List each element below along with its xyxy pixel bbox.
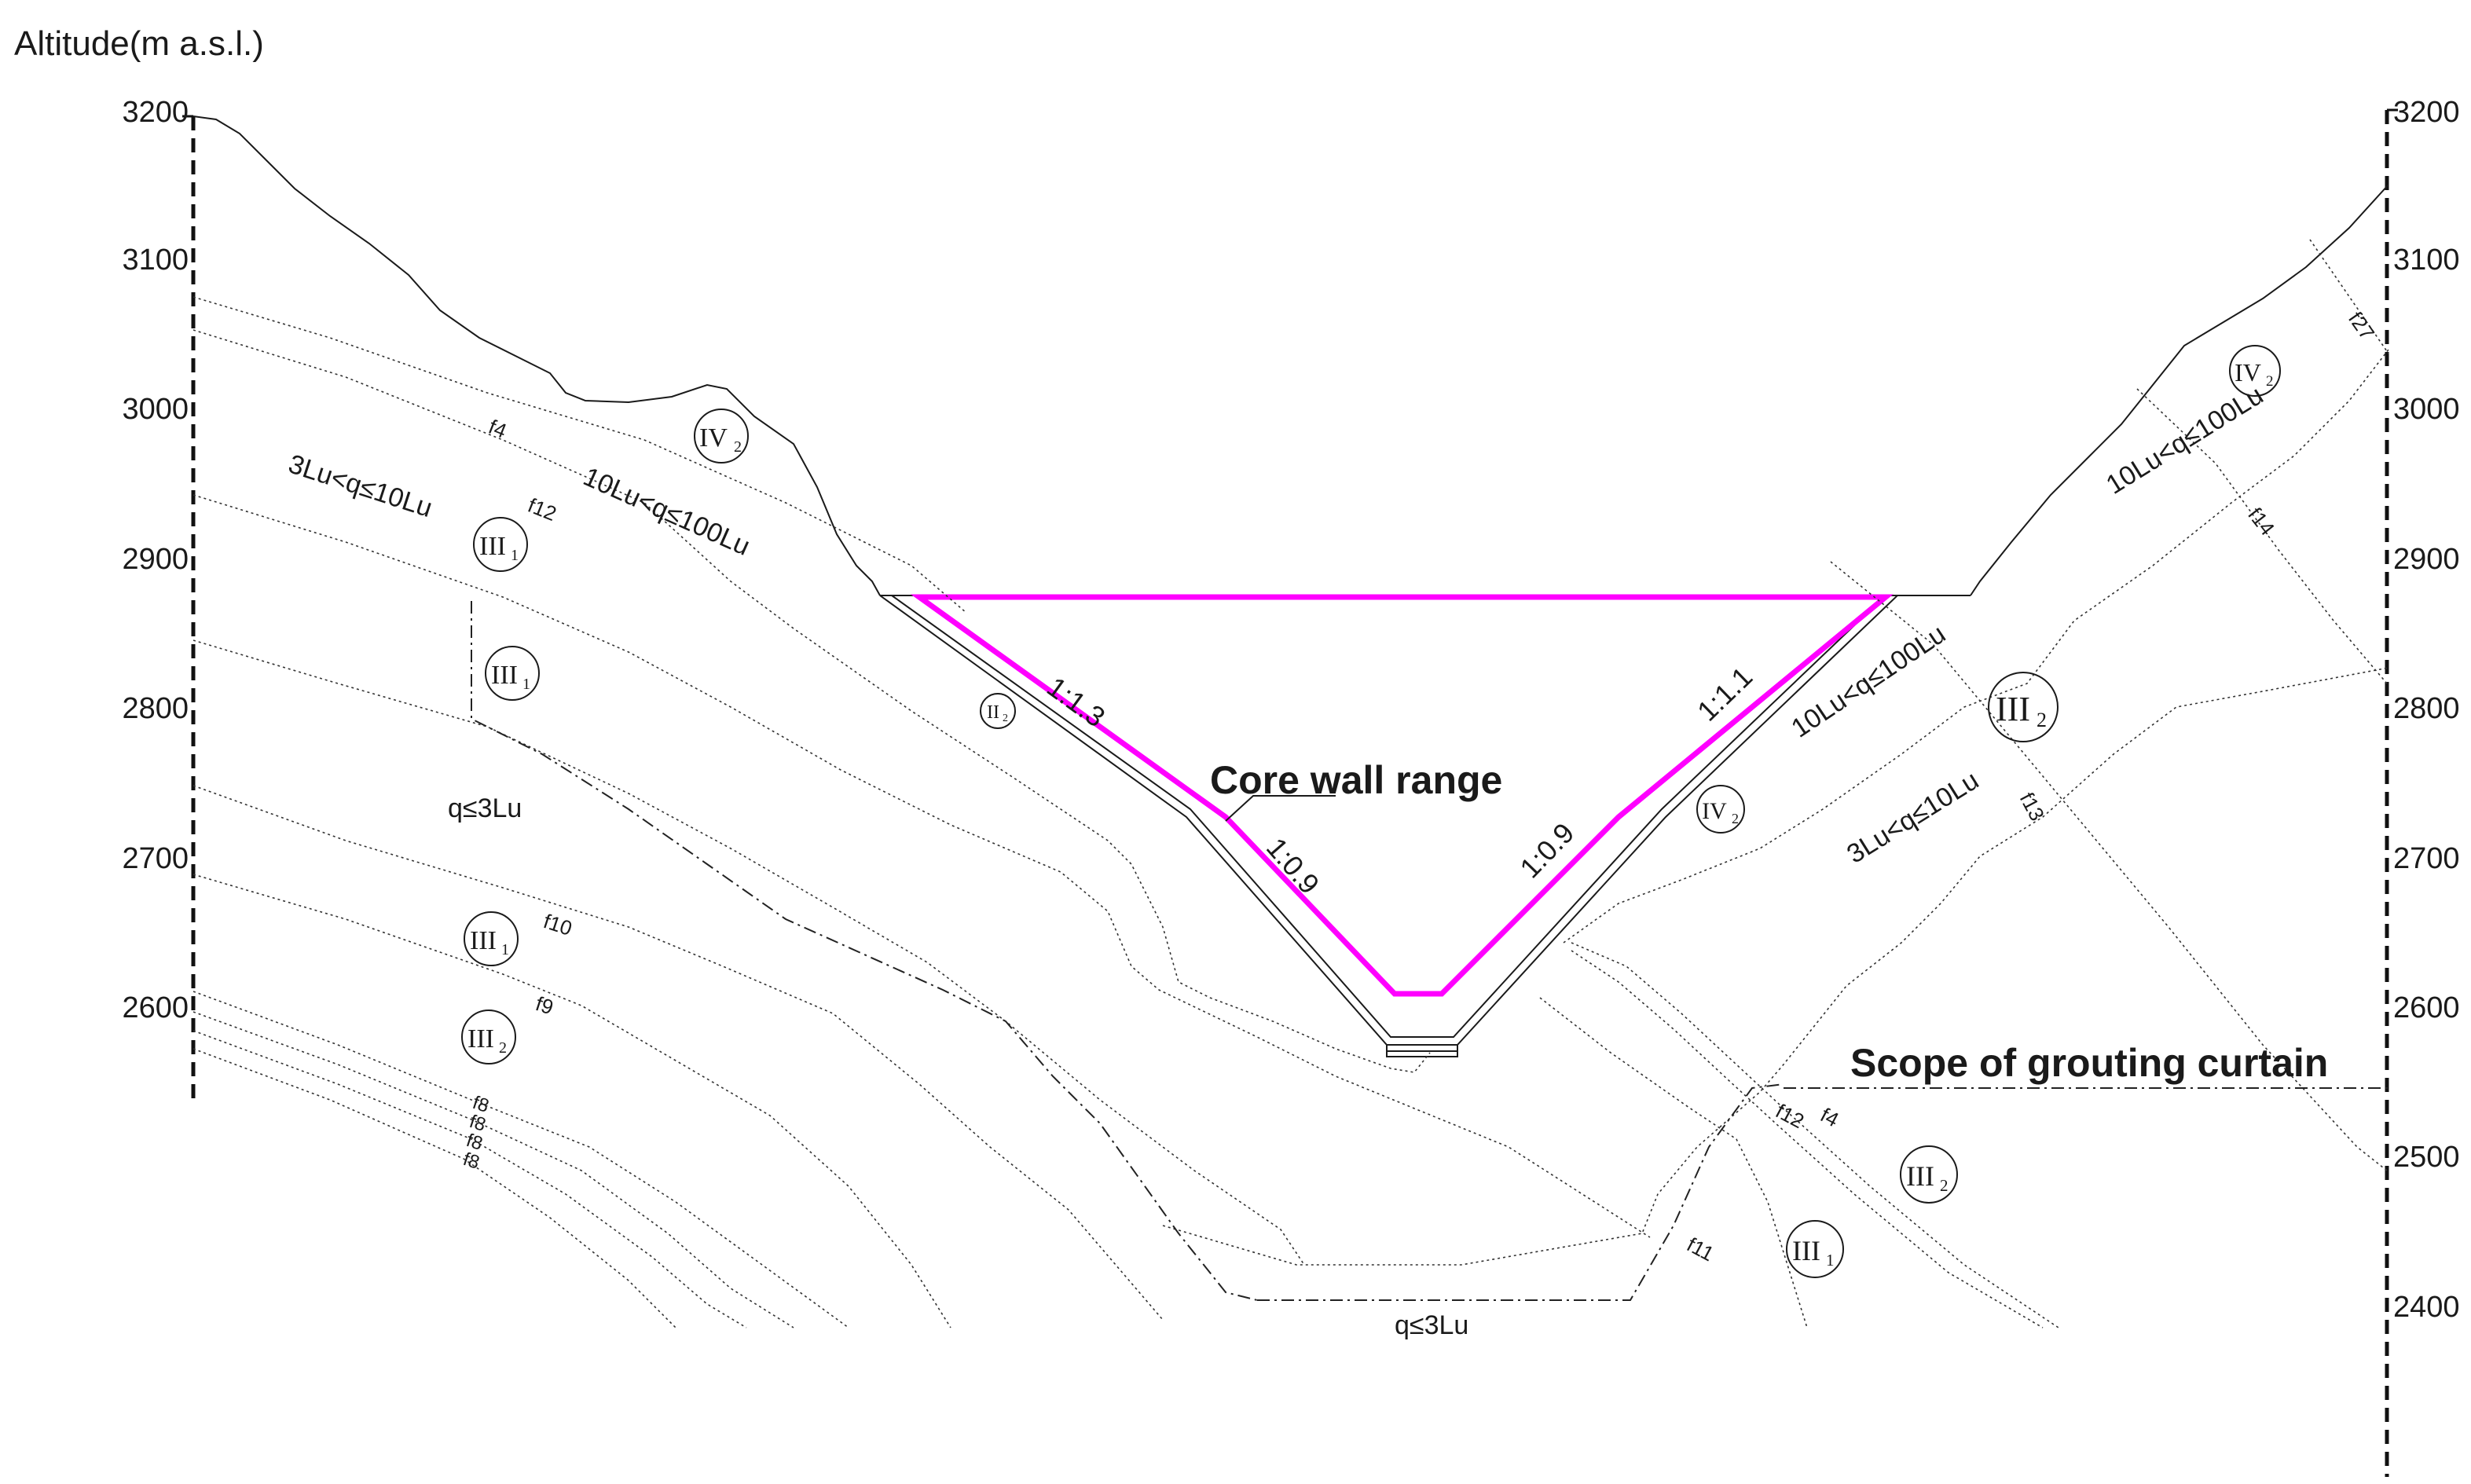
rock-class-iv2-right-low: IV 2 bbox=[1696, 785, 1745, 834]
svg-text:1: 1 bbox=[511, 547, 519, 564]
fault-label: f8 bbox=[460, 1149, 482, 1174]
svg-text:1: 1 bbox=[1826, 1251, 1835, 1270]
svg-text:III: III bbox=[1996, 690, 2030, 728]
right-tick: 2900 bbox=[2393, 543, 2460, 576]
fault-label: f10 bbox=[541, 909, 575, 940]
svg-text:III: III bbox=[470, 926, 497, 955]
rock-class-iv2-right-top: IV 2 bbox=[2229, 345, 2281, 397]
core-wall-base bbox=[1386, 1045, 1458, 1057]
svg-text:2: 2 bbox=[499, 1039, 507, 1057]
right-tick: 2800 bbox=[2393, 692, 2460, 725]
perm-left-upper: 10Lu<q≤100Lu bbox=[579, 462, 754, 562]
ground-surface-left bbox=[192, 115, 881, 596]
right-tick: 2700 bbox=[2393, 842, 2460, 875]
svg-text:IV: IV bbox=[1702, 798, 1727, 824]
rock-class-iii1-a: III 1 bbox=[473, 517, 528, 572]
svg-text:III: III bbox=[1792, 1235, 1820, 1266]
svg-text:III: III bbox=[1906, 1160, 1934, 1192]
permeability-boundaries bbox=[192, 239, 2389, 1328]
right-tick: 2600 bbox=[2393, 991, 2460, 1024]
fault-label: f4 bbox=[1817, 1103, 1842, 1132]
svg-text:2: 2 bbox=[2037, 709, 2047, 731]
right-tick: 3000 bbox=[2393, 393, 2460, 426]
core-wall-leader bbox=[1225, 795, 1336, 822]
fault-label: f12 bbox=[525, 493, 560, 526]
fault-label: f9 bbox=[533, 991, 556, 1019]
svg-text:III: III bbox=[491, 661, 518, 690]
rock-class-iii2-right-low: III 2 bbox=[1900, 1145, 1958, 1204]
fault-label: f4 bbox=[486, 415, 510, 443]
left-tick: 3200 bbox=[122, 96, 189, 129]
left-tick: 2700 bbox=[122, 842, 189, 875]
rock-class-iii1-c: III 1 bbox=[464, 911, 519, 966]
core-wall-outline bbox=[911, 594, 1894, 997]
svg-text:II: II bbox=[987, 702, 999, 723]
fault-label: f13 bbox=[2015, 789, 2049, 825]
svg-text:IV: IV bbox=[699, 423, 728, 453]
svg-text:III: III bbox=[479, 532, 506, 561]
right-tick: 3200 bbox=[2393, 96, 2460, 129]
right-axis-ticks: 3200 3100 3000 2900 2800 2700 2600 2500 … bbox=[2387, 96, 2460, 1324]
rock-class-iv2-left: IV 2 bbox=[694, 409, 749, 464]
rock-class-ii2-valley: II 2 bbox=[980, 693, 1016, 729]
fault-label: f11 bbox=[1683, 1233, 1718, 1266]
low-permeability-boundary-left bbox=[471, 601, 1258, 1301]
excavation-left bbox=[879, 595, 1898, 1046]
perm-right-upper-a: 10Lu<q≤100Lu bbox=[1786, 619, 1951, 744]
left-tick: 2800 bbox=[122, 692, 189, 725]
svg-text:2: 2 bbox=[1940, 1176, 1949, 1195]
svg-text:1: 1 bbox=[501, 941, 509, 958]
rock-class-iii2-left: III 2 bbox=[461, 1009, 516, 1064]
left-tick: 2600 bbox=[122, 991, 189, 1024]
excavation-left-inner bbox=[891, 595, 1886, 1038]
perm-left-low: q≤3Lu bbox=[448, 793, 522, 823]
perm-left-mid: 3Lu<q≤10Lu bbox=[285, 449, 436, 523]
perm-right-upper-b: 10Lu<q≤100Lu bbox=[2101, 380, 2268, 500]
left-tick: 3000 bbox=[122, 393, 189, 426]
right-tick: 2500 bbox=[2393, 1141, 2460, 1174]
left-tick: 2900 bbox=[122, 543, 189, 576]
svg-text:2: 2 bbox=[2266, 373, 2274, 390]
svg-text:2: 2 bbox=[734, 438, 742, 456]
svg-text:III: III bbox=[467, 1024, 494, 1053]
slope-right-upper: 1:1.1 bbox=[1691, 661, 1758, 727]
fault-label: f27 bbox=[2344, 307, 2379, 344]
left-tick: 3100 bbox=[122, 244, 189, 277]
slope-right-lower: 1:0.9 bbox=[1513, 816, 1580, 884]
fault-label: f14 bbox=[2243, 503, 2279, 540]
rock-class-iii2-right: III 2 bbox=[1988, 672, 2059, 742]
svg-text:2: 2 bbox=[1003, 713, 1008, 724]
perm-bottom: q≤3Lu bbox=[1395, 1310, 1468, 1340]
svg-text:2: 2 bbox=[1732, 811, 1739, 826]
grouting-curtain-label: Scope of grouting curtain bbox=[1850, 1041, 2328, 1085]
rock-class-iii1-right-low: III 1 bbox=[1786, 1220, 1844, 1278]
ground-surface-right bbox=[1970, 184, 2389, 596]
left-axis-ticks: 3200 3100 3000 2900 2800 2700 2600 bbox=[122, 96, 193, 1024]
axis-title: Altitude(m a.s.l.) bbox=[14, 24, 264, 63]
low-permeability-boundary-bottom bbox=[1257, 1083, 1784, 1301]
right-tick: 3100 bbox=[2393, 244, 2460, 277]
fault-label: f12 bbox=[1772, 1099, 1808, 1133]
svg-text:1: 1 bbox=[522, 676, 530, 693]
svg-text:IV: IV bbox=[2235, 358, 2261, 387]
core-wall-label: Core wall range bbox=[1210, 758, 1502, 802]
rock-class-iii1-b: III 1 bbox=[485, 646, 540, 701]
right-tick: 2400 bbox=[2393, 1291, 2460, 1324]
